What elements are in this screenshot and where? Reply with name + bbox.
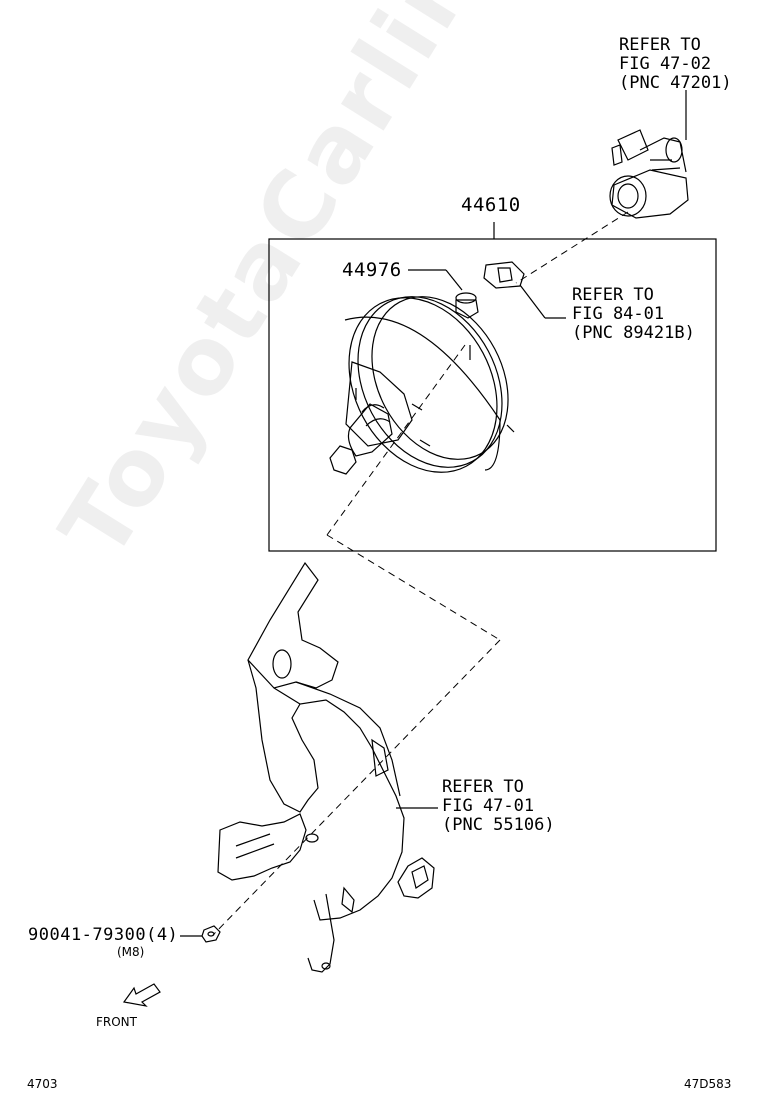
reference-line: (PNC 47201) bbox=[619, 73, 732, 93]
front-arrow-icon bbox=[122, 983, 161, 1007]
reference-sensor: REFER TO FIG 84-01 (PNC 89421B) bbox=[572, 286, 695, 343]
part-number-44976: 44976 bbox=[342, 259, 402, 281]
reference-line: FIG 84-01 bbox=[572, 304, 665, 324]
reference-line: REFER TO bbox=[619, 35, 701, 55]
master-cylinder bbox=[609, 90, 689, 219]
pedal-bracket bbox=[217, 561, 435, 973]
check-valve bbox=[455, 292, 479, 319]
reference-master-cylinder: REFER TO FIG 47-02 (PNC 47201) bbox=[619, 36, 732, 93]
part-number-nut: 90041-79300(4) bbox=[28, 925, 179, 945]
vacuum-sensor bbox=[483, 261, 525, 289]
reference-line: FIG 47-02 bbox=[619, 54, 712, 74]
part-number-44610: 44610 bbox=[461, 194, 521, 216]
assembly-frame bbox=[268, 238, 717, 552]
page-code: 4703 bbox=[27, 1077, 58, 1091]
reference-line: REFER TO bbox=[572, 285, 654, 305]
sensor-leader bbox=[519, 284, 546, 319]
brake-booster bbox=[329, 296, 515, 475]
front-label: FRONT bbox=[96, 1015, 137, 1029]
alignment-lines bbox=[212, 211, 629, 936]
nut-size: (M8) bbox=[117, 945, 145, 959]
reference-line: (PNC 55106) bbox=[442, 815, 555, 835]
reference-line: (PNC 89421B) bbox=[572, 323, 695, 343]
reference-line: FIG 47-01 bbox=[442, 796, 535, 816]
figure-code: 47D583 bbox=[684, 1077, 732, 1091]
nut bbox=[201, 925, 221, 943]
reference-pedal-bracket: REFER TO FIG 47-01 (PNC 55106) bbox=[442, 778, 555, 835]
reference-line: REFER TO bbox=[442, 777, 524, 797]
